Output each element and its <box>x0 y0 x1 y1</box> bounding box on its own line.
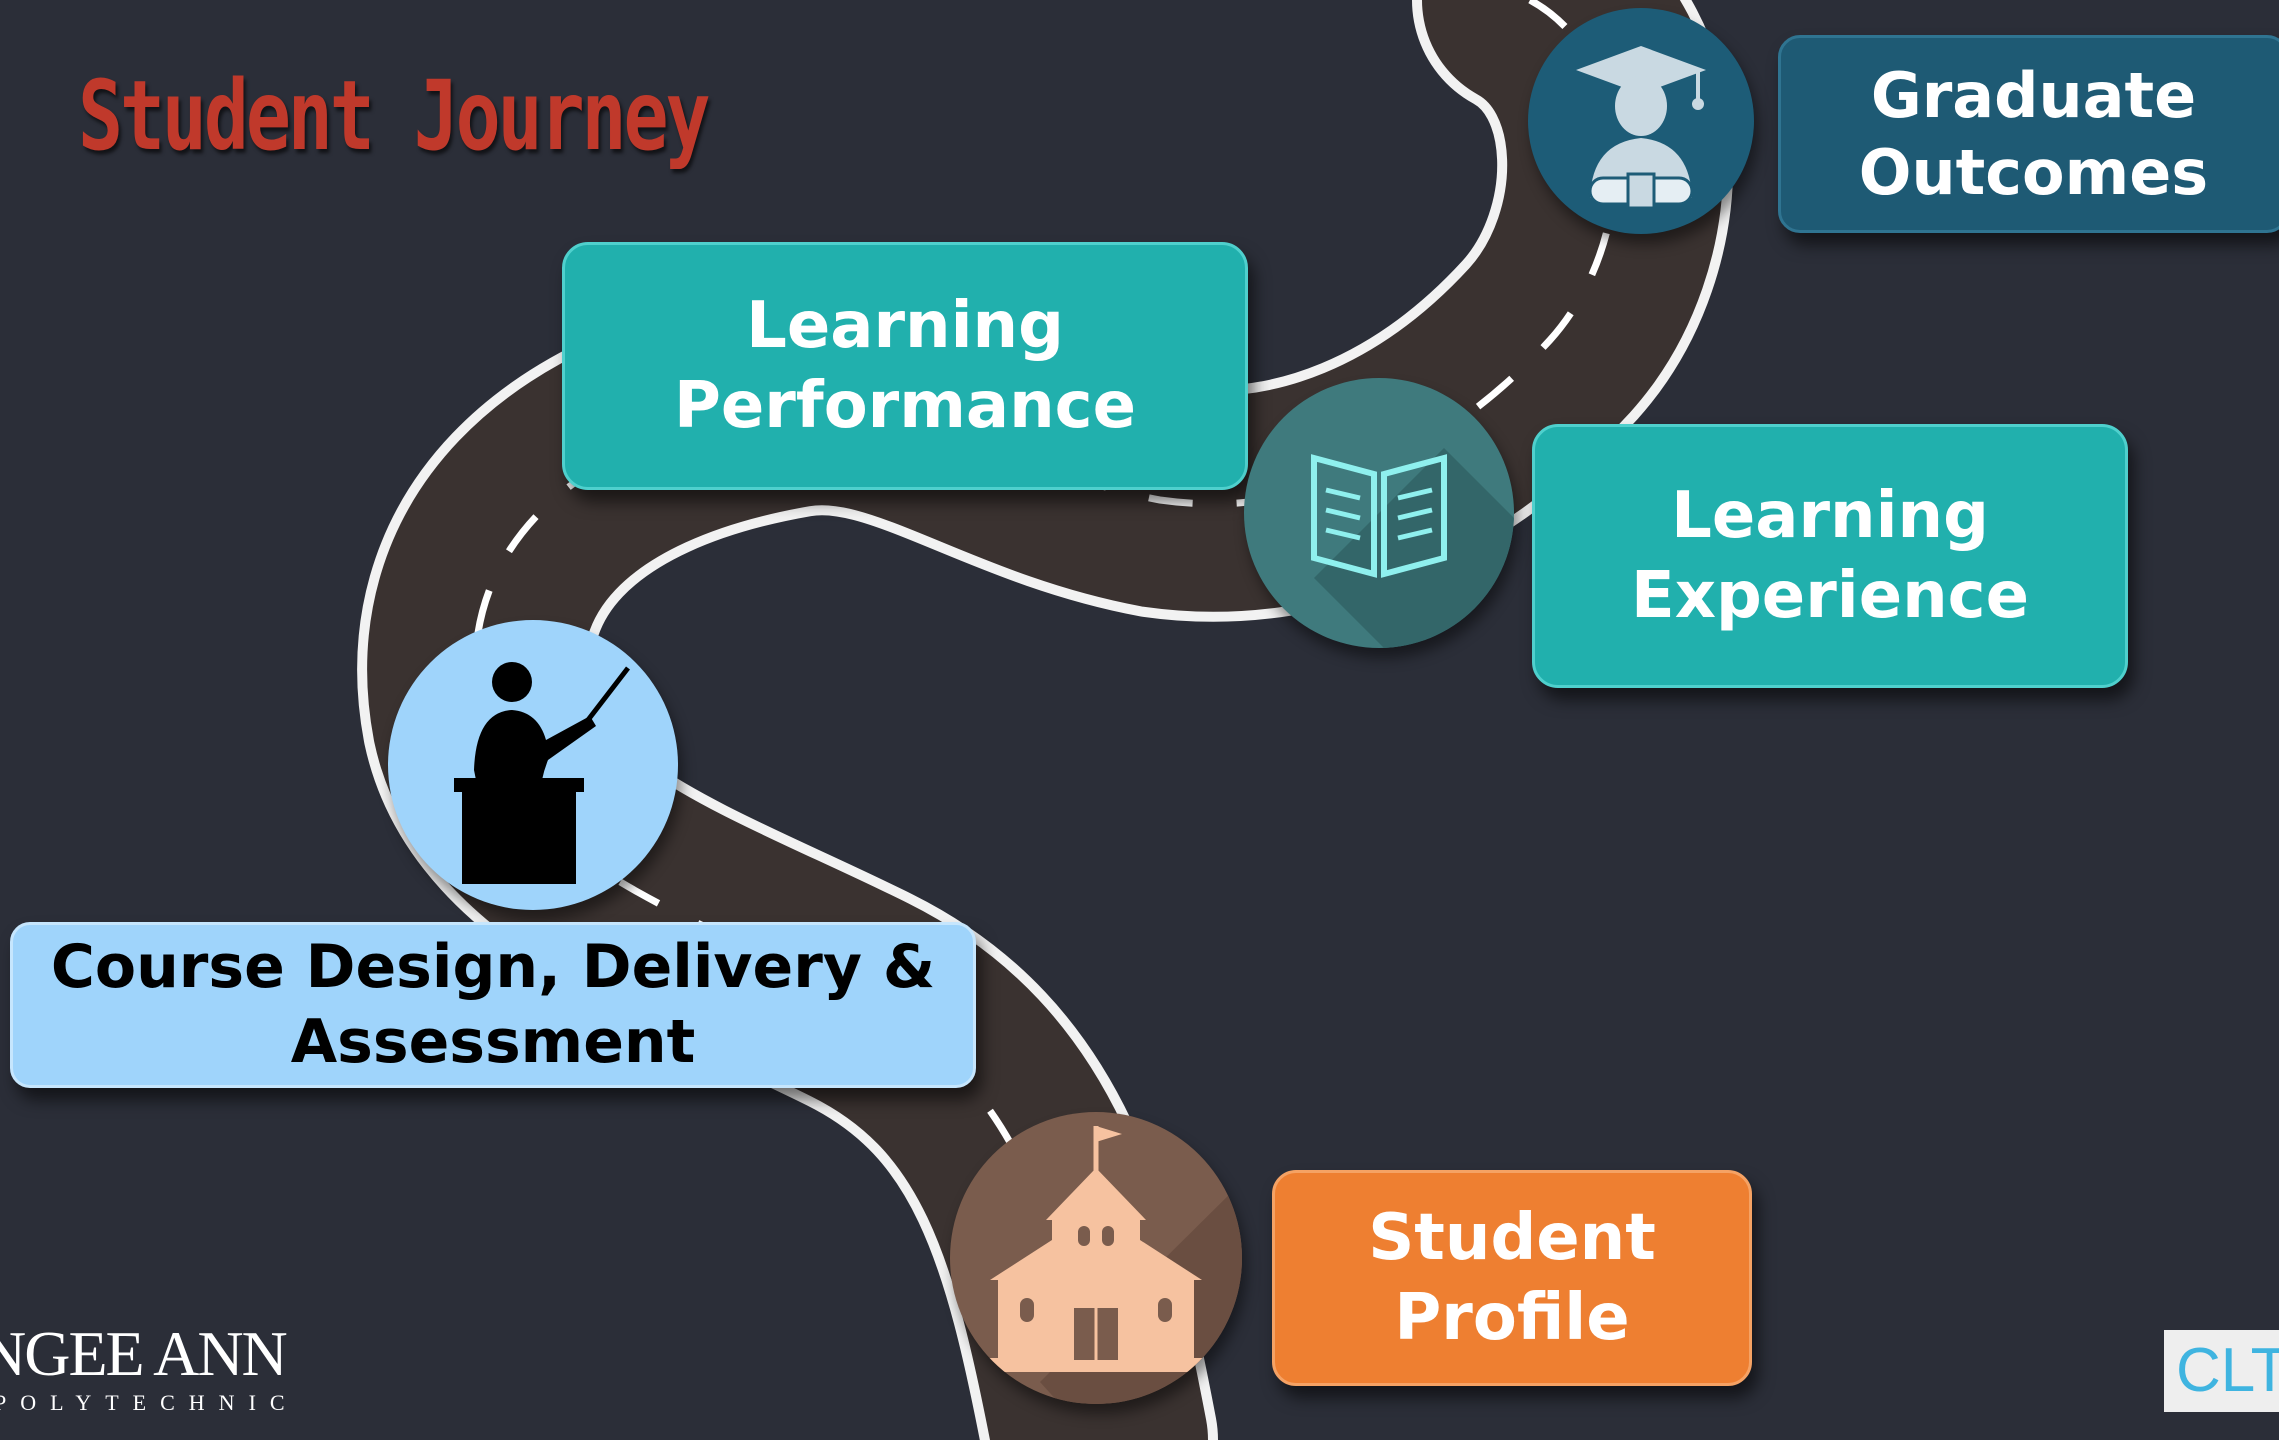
logo-main-text: NGEE ANN <box>0 1318 288 1389</box>
stage-label-line2: Experience <box>1630 559 2030 633</box>
graduate-icon <box>1528 8 1754 234</box>
clt-logo: CLT <box>2164 1330 2279 1412</box>
page-title: Student Journey <box>78 60 711 172</box>
stage-course-design: Course Design, Delivery & Assessment <box>10 922 976 1088</box>
stage-label-line1: Graduate <box>1870 58 2197 132</box>
stage-label-line2: Assessment <box>290 1007 696 1077</box>
book-icon <box>1244 378 1514 648</box>
stage-learning-experience: Learning Experience <box>1532 424 2128 688</box>
stage-label-line1: Learning <box>1671 479 1989 553</box>
school-icon <box>950 1112 1242 1404</box>
stage-label-line1: Course Design, Delivery & <box>50 932 936 1002</box>
stage-label-line1: Learning <box>746 289 1064 363</box>
stage-label-line2: Performance <box>673 369 1137 443</box>
stage-label-line1: Student <box>1368 1201 1656 1275</box>
logo-sub-text: POLYTECHNIC <box>0 1390 299 1415</box>
teacher-icon <box>388 620 678 910</box>
stage-learning-performance: Learning Performance <box>562 242 1248 490</box>
stage-label-line2: Profile <box>1394 1281 1630 1355</box>
stage-label-line2: Outcomes <box>1858 136 2209 209</box>
stage-student-profile: Student Profile <box>1272 1170 1752 1386</box>
stage-graduate-outcomes: Graduate Outcomes <box>1778 35 2279 233</box>
ngee-ann-logo: NGEE ANN POLYTECHNIC <box>0 1322 299 1416</box>
